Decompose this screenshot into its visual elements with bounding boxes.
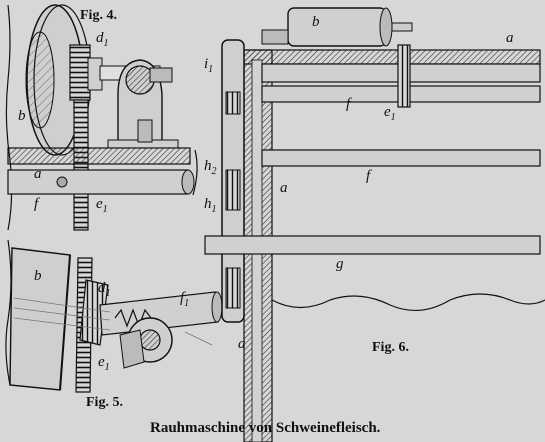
figure-caption: Rauhmaschine von Schweinefleisch. <box>150 420 381 436</box>
fig5-label: Fig. 5. <box>86 395 123 410</box>
roller-b <box>287 7 387 47</box>
label-fig6-e1: e1 <box>384 104 396 123</box>
label-fig6-a-mid: a <box>280 180 288 196</box>
label-fig6-h1: h1 <box>204 196 217 215</box>
shaft-f-mid <box>261 149 541 167</box>
rack-e1 <box>73 99 89 231</box>
label-fig4-a: a <box>34 166 42 182</box>
rod-f <box>7 169 189 195</box>
table-a <box>7 147 191 165</box>
label-fig5-d1: d1 <box>98 280 111 299</box>
label-fig6-i1: i1 <box>204 56 214 75</box>
figure-6 <box>204 7 545 442</box>
label-fig4-b: b <box>18 108 26 124</box>
label-fig6-a-top: a <box>506 30 514 46</box>
label-fig6-a-bottom: a <box>238 336 246 352</box>
label-fig4-e1: e1 <box>96 196 108 215</box>
figure-4 <box>5 4 198 231</box>
label-fig4-f: f <box>34 196 39 212</box>
fig6-label: Fig. 6. <box>372 340 409 355</box>
label-fig6-f-mid: f <box>366 168 371 184</box>
top-table-a <box>239 49 541 65</box>
label-fig5-e1: e1 <box>98 354 110 373</box>
figure-5 <box>5 239 223 393</box>
label-fig4-d1: d1 <box>96 30 109 49</box>
label-fig5-f1: f1 <box>180 290 190 309</box>
label-fig6-g: g <box>336 256 344 272</box>
label-fig5-b: b <box>34 268 42 284</box>
gear-d1 <box>69 44 91 101</box>
fig4-label: Fig. 4. <box>80 8 117 23</box>
shaft-g <box>204 235 541 255</box>
gear-e1 <box>397 44 411 108</box>
label-fig6-h2: h2 <box>204 158 217 177</box>
label-fig6-f-upper: f <box>346 96 351 112</box>
label-fig6-b: b <box>312 14 320 30</box>
